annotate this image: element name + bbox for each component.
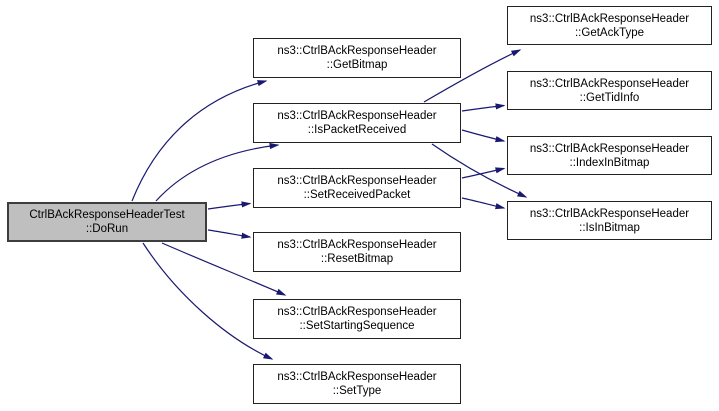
node-settype-line2: ::SetType	[332, 385, 382, 397]
node-getacktype-line1: ns3::CtrlBAckResponseHeader	[529, 13, 690, 25]
node-setreceivedpacket-line1: ns3::CtrlBAckResponseHeader	[277, 175, 437, 187]
edge-ispacketreceived-indexinbitmap	[461, 129, 506, 143]
node-getacktype-line2: ::GetAckType	[574, 27, 645, 39]
edge-dorun-settype	[142, 242, 274, 360]
edge-dorun-resetbitmap	[207, 229, 252, 239]
edge-dorun-ispacketreceived	[155, 142, 280, 202]
edge-setreceivedpacket-isinbitmap	[461, 197, 506, 210]
node-dorun: CtrlBAckResponseHeaderTest ::DoRun	[7, 202, 207, 242]
edge-dorun-getbitmap	[131, 80, 268, 202]
node-getbitmap[interactable]: ns3::CtrlBAckResponseHeader ::GetBitmap	[253, 38, 461, 78]
node-setstartingsequence-line1: ns3::CtrlBAckResponseHeader	[277, 306, 437, 318]
node-settype[interactable]: ns3::CtrlBAckResponseHeader ::SetType	[253, 364, 461, 404]
edge-ispacketreceived-gettidinfo	[461, 103, 506, 112]
node-resetbitmap-line2: ::ResetBitmap	[320, 253, 394, 265]
node-gettidinfo-line2: ::GetTidInfo	[579, 92, 640, 104]
node-isinbitmap-line2: ::IsInBitmap	[579, 222, 640, 234]
node-ispacketreceived[interactable]: ns3::CtrlBAckResponseHeader ::IsPacketRe…	[253, 103, 461, 143]
node-ispacketreceived-line2: ::IsPacketReceived	[307, 124, 407, 136]
node-gettidinfo-line1: ns3::CtrlBAckResponseHeader	[529, 78, 690, 90]
node-ispacketreceived-line1: ns3::CtrlBAckResponseHeader	[277, 110, 437, 122]
edge-ispacketreceived-getacktype	[423, 49, 522, 103]
node-setreceivedpacket[interactable]: ns3::CtrlBAckResponseHeader ::SetReceive…	[253, 168, 461, 208]
edge-setreceivedpacket-indexinbitmap	[461, 167, 506, 179]
edge-dorun-setstartingsequence	[161, 242, 287, 296]
node-getacktype[interactable]: ns3::CtrlBAckResponseHeader ::GetAckType	[507, 6, 712, 45]
node-isinbitmap-line1: ns3::CtrlBAckResponseHeader	[529, 208, 690, 220]
node-setreceivedpacket-line2: ::SetReceivedPacket	[303, 189, 411, 201]
node-isinbitmap[interactable]: ns3::CtrlBAckResponseHeader ::IsInBitmap	[507, 201, 712, 240]
node-resetbitmap[interactable]: ns3::CtrlBAckResponseHeader ::ResetBitma…	[253, 232, 461, 272]
node-indexinbitmap-line1: ns3::CtrlBAckResponseHeader	[529, 143, 690, 155]
node-getbitmap-line1: ns3::CtrlBAckResponseHeader	[277, 45, 437, 57]
edge-dorun-setreceivedpacket	[207, 201, 252, 210]
node-setstartingsequence[interactable]: ns3::CtrlBAckResponseHeader ::SetStartin…	[253, 299, 461, 339]
node-resetbitmap-line1: ns3::CtrlBAckResponseHeader	[277, 239, 437, 251]
node-settype-line1: ns3::CtrlBAckResponseHeader	[277, 371, 437, 383]
node-dorun-line2: ::DoRun	[85, 223, 129, 235]
node-indexinbitmap[interactable]: ns3::CtrlBAckResponseHeader ::IndexInBit…	[507, 136, 712, 175]
node-dorun-line1: CtrlBAckResponseHeaderTest	[29, 209, 185, 221]
node-gettidinfo[interactable]: ns3::CtrlBAckResponseHeader ::GetTidInfo	[507, 71, 712, 110]
node-getbitmap-line2: ::GetBitmap	[326, 59, 388, 71]
node-setstartingsequence-line2: ::SetStartingSequence	[299, 320, 415, 332]
node-indexinbitmap-line2: ::IndexInBitmap	[569, 157, 650, 169]
